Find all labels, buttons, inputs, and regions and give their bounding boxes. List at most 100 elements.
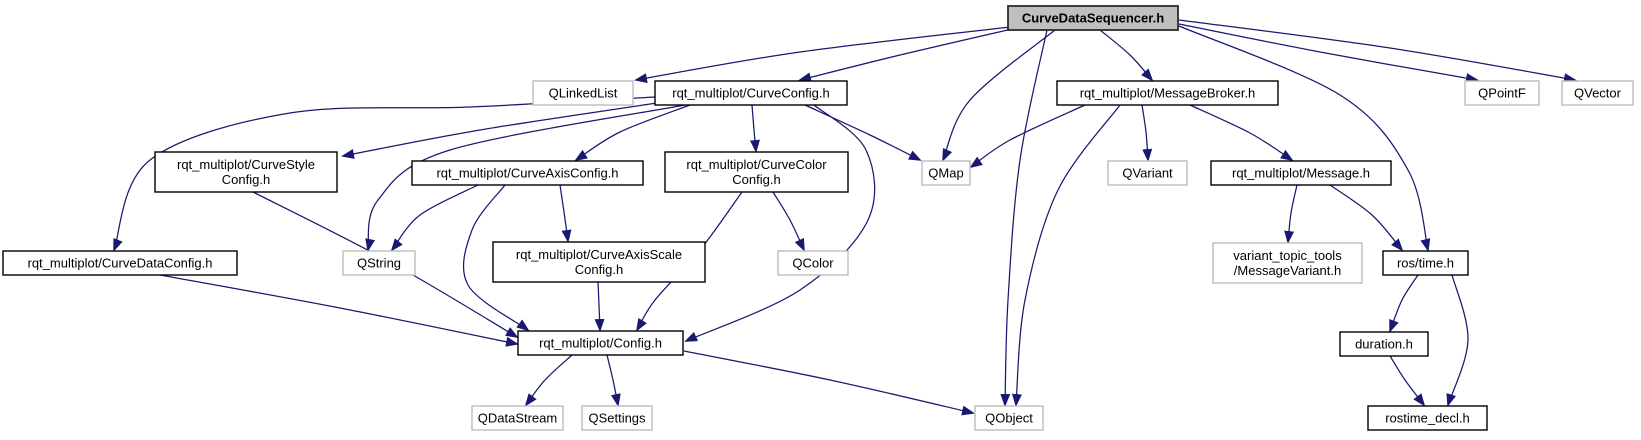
node-qsettings: QSettings [581, 405, 653, 431]
node-rostime[interactable]: ros/time.h [1382, 250, 1469, 276]
node-label-curvecolor-line2: Config.h [732, 172, 780, 187]
edge-curveconfig-to-curveaxis [574, 104, 691, 162]
node-box-qcolor [777, 250, 849, 276]
node-box-qvector [1561, 80, 1634, 106]
node-box-root[interactable] [1007, 5, 1179, 31]
node-box-messagebroker[interactable] [1056, 80, 1279, 106]
node-box-message[interactable] [1210, 160, 1392, 186]
node-box-rostime[interactable] [1382, 250, 1469, 276]
edge-root-to-qmap [942, 29, 1056, 162]
edge-root-to-qvector [1178, 19, 1577, 84]
edge-messagebroker-to-message [1189, 104, 1294, 162]
edge-message-to-rostime [1329, 184, 1404, 252]
node-label-rostimedecl: rostime_decl.h [1385, 411, 1470, 426]
edge-curvecolor-to-qcolor [772, 191, 805, 252]
node-rostimedecl[interactable]: rostime_decl.h [1367, 405, 1488, 431]
node-box-qpointf [1464, 80, 1540, 106]
edge-messagebroker-to-qobject [1011, 104, 1121, 407]
node-label-messagebroker: rqt_multiplot/MessageBroker.h [1080, 86, 1256, 101]
node-qcolor: QColor [777, 250, 849, 276]
node-box-rostimedecl[interactable] [1367, 405, 1488, 431]
node-box-qvariant [1107, 160, 1188, 186]
edge-rostime-to-rostimedecl [1446, 274, 1469, 407]
node-box-config[interactable] [517, 330, 684, 356]
edge-messagebroker-to-qvariant [1141, 104, 1153, 162]
node-label-qlinkedlist: QLinkedList [549, 86, 618, 101]
node-label-qvariant: QVariant [1122, 166, 1173, 181]
edge-curveconfig-to-curvecolor [749, 104, 760, 153]
edge-axisscale-to-config [594, 281, 605, 332]
node-qlinkedlist: QLinkedList [532, 80, 634, 106]
node-label-config: rqt_multiplot/Config.h [539, 336, 662, 351]
node-label-curvedata: rqt_multiplot/CurveDataConfig.h [28, 256, 213, 271]
edge-curveconfig-to-qmap [804, 104, 922, 161]
edge-root-to-qpointf [1178, 23, 1479, 83]
node-box-axisscale[interactable] [492, 241, 706, 283]
edge-curveaxis-to-qstring [390, 184, 479, 252]
node-label-qvector: QVector [1574, 86, 1622, 101]
node-messagevariant: variant_topic_tools/MessageVariant.h [1212, 242, 1363, 284]
node-box-qmap [921, 160, 971, 186]
node-root[interactable]: CurveDataSequencer.h [1007, 5, 1179, 31]
node-label-qdatastream: QDataStream [478, 411, 557, 426]
node-label-curveconfig: rqt_multiplot/CurveConfig.h [672, 86, 830, 101]
node-box-qlinkedlist [532, 80, 634, 106]
node-box-messagevariant [1212, 242, 1363, 284]
edge-curvedata-to-config [159, 274, 519, 347]
edge-config-to-qobject [683, 350, 975, 416]
node-label-curvecolor-line1: rqt_multiplot/CurveColor [686, 157, 827, 172]
node-label-messagevariant-line1: variant_topic_tools [1233, 248, 1342, 263]
edge-curveaxis-to-config [462, 184, 530, 332]
node-qstring: QString [342, 250, 416, 276]
node-label-curvestyle-line2: Config.h [222, 172, 270, 187]
edge-root-to-rostime [1178, 25, 1431, 252]
node-box-duration[interactable] [1339, 331, 1429, 357]
node-config[interactable]: rqt_multiplot/Config.h [517, 330, 684, 356]
node-label-rostime: ros/time.h [1397, 256, 1454, 271]
node-label-root: CurveDataSequencer.h [1022, 11, 1164, 26]
edge-message-to-messagevariant [1284, 184, 1298, 244]
node-qpointf: QPointF [1464, 80, 1540, 106]
node-box-qobject [974, 405, 1044, 431]
node-label-qmap: QMap [928, 166, 963, 181]
edge-config-to-qdatastream [524, 354, 573, 407]
node-duration[interactable]: duration.h [1339, 331, 1429, 357]
node-qobject: QObject [974, 405, 1044, 431]
node-curvedata[interactable]: rqt_multiplot/CurveDataConfig.h [2, 250, 238, 276]
edge-curveconfig-to-curvestyle [341, 102, 658, 159]
node-box-curveaxis[interactable] [411, 160, 644, 186]
edge-curveaxis-to-axisscale [559, 184, 572, 243]
node-label-axisscale-line2: Config.h [575, 262, 623, 277]
node-box-curvedata[interactable] [2, 250, 238, 276]
node-label-curveaxis: rqt_multiplot/CurveAxisConfig.h [436, 166, 618, 181]
node-label-qobject: QObject [985, 411, 1033, 426]
edge-root-to-qobject [1000, 29, 1048, 407]
node-qvariant: QVariant [1107, 160, 1188, 186]
node-messagebroker[interactable]: rqt_multiplot/MessageBroker.h [1056, 80, 1279, 106]
node-label-duration: duration.h [1355, 337, 1413, 352]
node-qvector: QVector [1561, 80, 1634, 106]
edge-root-to-messagebroker [1099, 29, 1154, 82]
node-label-messagevariant-line2: /MessageVariant.h [1234, 263, 1341, 278]
node-box-qstring [342, 250, 416, 276]
edge-config-to-qsettings [606, 354, 621, 407]
node-label-qsettings: QSettings [588, 411, 646, 426]
node-box-curvestyle[interactable] [154, 151, 338, 193]
edge-messagebroker-to-qmap [969, 104, 1086, 169]
edge-duration-to-rostimedecl [1389, 355, 1426, 407]
edge-rostime-to-duration [1389, 274, 1419, 333]
node-label-qcolor: QColor [792, 256, 834, 271]
node-box-curvecolor[interactable] [664, 151, 849, 193]
node-box-curveconfig[interactable] [654, 80, 848, 106]
node-curveconfig[interactable]: rqt_multiplot/CurveConfig.h [654, 80, 848, 106]
node-curveaxis[interactable]: rqt_multiplot/CurveAxisConfig.h [411, 160, 644, 186]
node-box-qsettings [581, 405, 653, 431]
node-message[interactable]: rqt_multiplot/Message.h [1210, 160, 1392, 186]
node-qmap: QMap [921, 160, 971, 186]
